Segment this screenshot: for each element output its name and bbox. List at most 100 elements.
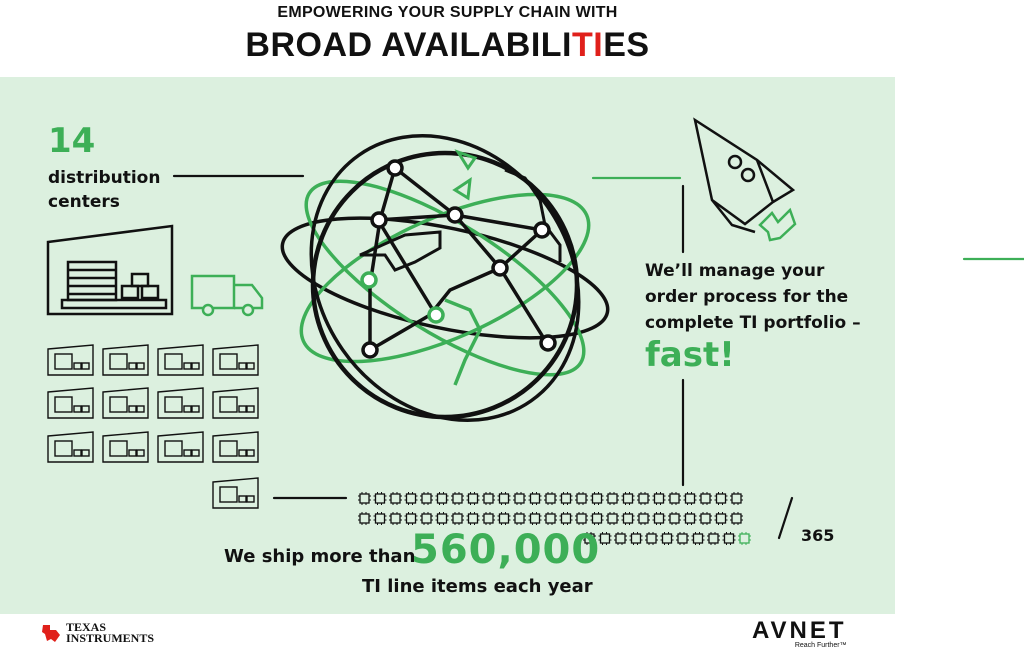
distribution-label: distribution centers	[48, 166, 160, 214]
chip-icon	[388, 511, 403, 526]
ship-suffix: TI line items each year	[362, 576, 593, 597]
chip-icon	[357, 491, 372, 506]
chip-icon	[450, 511, 465, 526]
warehouse-small-icon	[212, 344, 259, 376]
chip-icon	[620, 511, 636, 526]
warehouse-small-icon	[212, 477, 259, 509]
chip-icon	[465, 511, 481, 526]
order-text: We’ll manage your order process for the …	[645, 258, 861, 336]
chip-icon	[729, 511, 744, 526]
chip-icon	[574, 491, 589, 506]
ti-logo-line2: INSTRUMENTS	[66, 631, 155, 645]
chip-icon	[403, 491, 419, 506]
chip-icon	[558, 491, 574, 506]
rocket-icon	[693, 117, 797, 242]
warehouse-small-icon	[212, 431, 259, 463]
chip-icon	[682, 491, 698, 506]
chip-icon	[698, 511, 713, 526]
chip-icon	[713, 491, 729, 506]
chip-icon	[690, 531, 706, 546]
page-subtitle: EMPOWERING YOUR SUPPLY CHAIN WITH	[277, 4, 618, 21]
warehouse-grid	[47, 344, 259, 509]
chip-icon	[597, 531, 613, 546]
chip-icon	[403, 511, 419, 526]
chip-icon	[605, 491, 620, 506]
chip-icon	[481, 511, 496, 526]
warehouse-small-icon	[102, 431, 149, 463]
chip-icon	[543, 491, 558, 506]
chip-icon	[434, 511, 450, 526]
chip-icon	[465, 491, 481, 506]
globe-icon	[280, 133, 610, 423]
fast-emphasis: fast!	[645, 335, 735, 375]
chip-icon	[496, 511, 512, 526]
chip-icon	[589, 491, 605, 506]
chip-icon	[419, 491, 434, 506]
chip-icon	[620, 491, 636, 506]
chip-icon	[636, 511, 651, 526]
ship-prefix: We ship more than	[224, 546, 416, 567]
chip-icon	[644, 531, 659, 546]
chip-icon	[737, 531, 752, 546]
chip-icon	[605, 511, 620, 526]
warehouse-small-icon	[102, 344, 149, 376]
chip-icon	[675, 531, 690, 546]
page-title: BROAD AVAILABILITIES	[0, 26, 895, 65]
chip-icon	[434, 491, 450, 506]
chip-icon	[659, 531, 675, 546]
per-days-label: 365	[801, 526, 835, 545]
chip-icon	[574, 511, 589, 526]
ti-state-icon	[42, 625, 60, 642]
chip-icon	[357, 511, 372, 526]
slash-line	[777, 496, 794, 540]
chip-icon	[698, 491, 713, 506]
ship-number: 560,000	[411, 527, 601, 573]
warehouse-small-icon	[47, 431, 94, 463]
chip-icon	[388, 491, 403, 506]
chip-icon	[713, 511, 729, 526]
chip-icon	[419, 511, 434, 526]
warehouse-small-icon	[157, 431, 204, 463]
warehouse-icon	[46, 224, 174, 316]
avnet-name: AVNET	[752, 617, 847, 644]
chip-icon	[589, 511, 605, 526]
warehouse-small-icon	[157, 344, 204, 376]
avnet-tagline: Reach Further™	[794, 642, 847, 649]
chip-icon	[558, 511, 574, 526]
chip-icon	[613, 531, 628, 546]
avnet-logo: AVNET Reach Further™	[752, 617, 847, 650]
chip-icon	[372, 491, 388, 506]
chip-icon	[667, 511, 682, 526]
warehouse-small-icon	[47, 387, 94, 419]
order-line3: complete TI portfolio –	[645, 313, 861, 333]
infographic-panel	[0, 77, 895, 614]
chip-icon	[651, 511, 667, 526]
distribution-count: 14	[48, 121, 96, 161]
chip-icon	[706, 531, 721, 546]
order-line1: We’ll manage your	[645, 261, 825, 281]
chip-icon	[372, 511, 388, 526]
chip-icon	[721, 531, 737, 546]
distribution-label-line2: centers	[48, 192, 120, 212]
order-line2: order process for the	[645, 287, 849, 307]
title-part2: ES	[603, 26, 650, 64]
chip-icon	[729, 491, 744, 506]
chip-icon	[682, 511, 698, 526]
chip-icon	[636, 491, 651, 506]
chip-icon	[512, 491, 527, 506]
warehouse-small-icon	[212, 387, 259, 419]
texas-instruments-logo: TEXAS INSTRUMENTS	[40, 620, 155, 645]
chip-icon	[628, 531, 644, 546]
chip-icon	[496, 491, 512, 506]
warehouse-small-icon	[157, 387, 204, 419]
chip-icon	[527, 491, 543, 506]
chip-icon	[481, 491, 496, 506]
title-highlight: TI	[572, 26, 604, 64]
chip-icon	[667, 491, 682, 506]
chip-icon	[512, 511, 527, 526]
truck-icon	[190, 274, 264, 317]
chip-icon	[450, 491, 465, 506]
warehouse-small-icon	[47, 344, 94, 376]
ti-logo-line1: TEXAS	[66, 620, 107, 634]
